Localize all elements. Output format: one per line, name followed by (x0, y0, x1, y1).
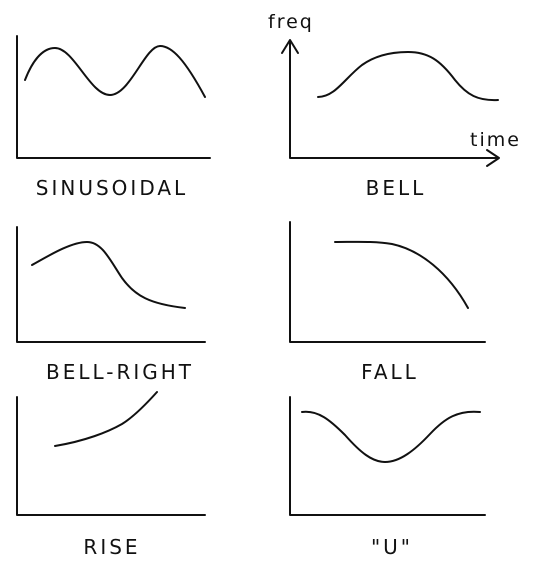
rise-axes (16, 396, 206, 516)
panel-sinusoidal: SINUSOIDAL (16, 35, 211, 200)
bell-right-axes (16, 226, 206, 343)
rise-curve (54, 391, 158, 447)
rise-label: RISE (83, 535, 140, 559)
bell-right-label: BELL-RIGHT (46, 360, 194, 384)
panel-bell-right: BELL-RIGHT (16, 226, 206, 384)
bell-x-arrowhead (486, 149, 500, 167)
bell-x-axis-label: time (470, 129, 521, 151)
panel-bell: freq time BELL (268, 11, 521, 200)
bell-axes (289, 41, 499, 159)
sinusoidal-curve (24, 45, 206, 98)
bell-label: BELL (366, 176, 427, 200)
fall-curve (334, 240, 469, 309)
bell-y-arrowhead (281, 39, 299, 54)
panel-fall: FALL (289, 221, 486, 384)
sinusoidal-axes (16, 35, 211, 159)
u-axes (289, 396, 486, 516)
sinusoidal-label: SINUSOIDAL (36, 176, 188, 200)
bell-right-curve (31, 241, 186, 309)
panel-u: "U" (289, 396, 486, 559)
bell-y-axis-label: freq (268, 11, 314, 33)
fall-label: FALL (361, 360, 419, 384)
u-label: "U" (371, 535, 413, 559)
panel-rise: RISE (16, 391, 206, 559)
bell-curve (317, 51, 499, 102)
fall-axes (289, 221, 486, 343)
u-curve (301, 410, 481, 463)
